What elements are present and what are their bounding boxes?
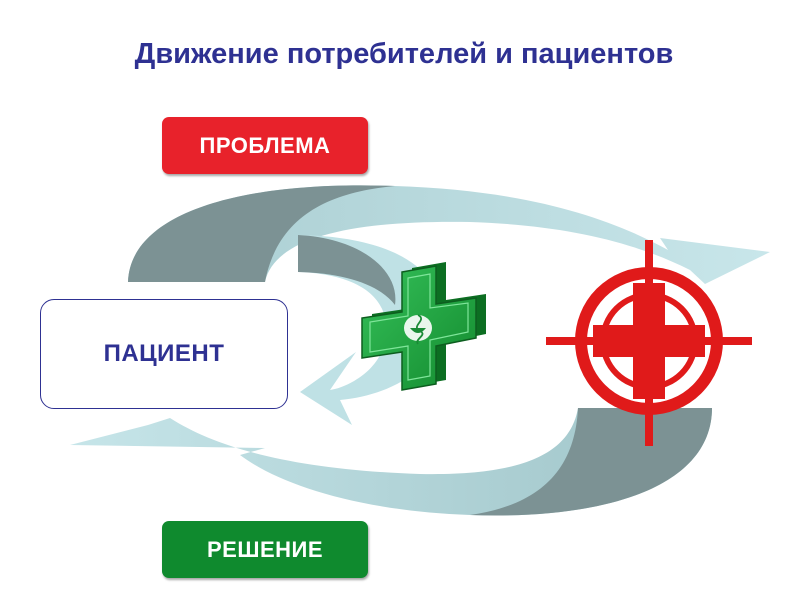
inner-return-arrow-dark — [298, 235, 396, 305]
pharmacy-cross-icon — [361, 262, 486, 391]
page-title: Движение потребителей и пациентов — [134, 38, 674, 70]
patient-box: ПАЦИЕНТ — [40, 299, 288, 409]
problem-box: ПРОБЛЕМА — [162, 117, 368, 174]
solution-box: РЕШЕНИЕ — [162, 521, 368, 578]
top-cycle-arrow-dark — [128, 185, 395, 282]
red-cross-crosshair-icon — [546, 240, 752, 446]
